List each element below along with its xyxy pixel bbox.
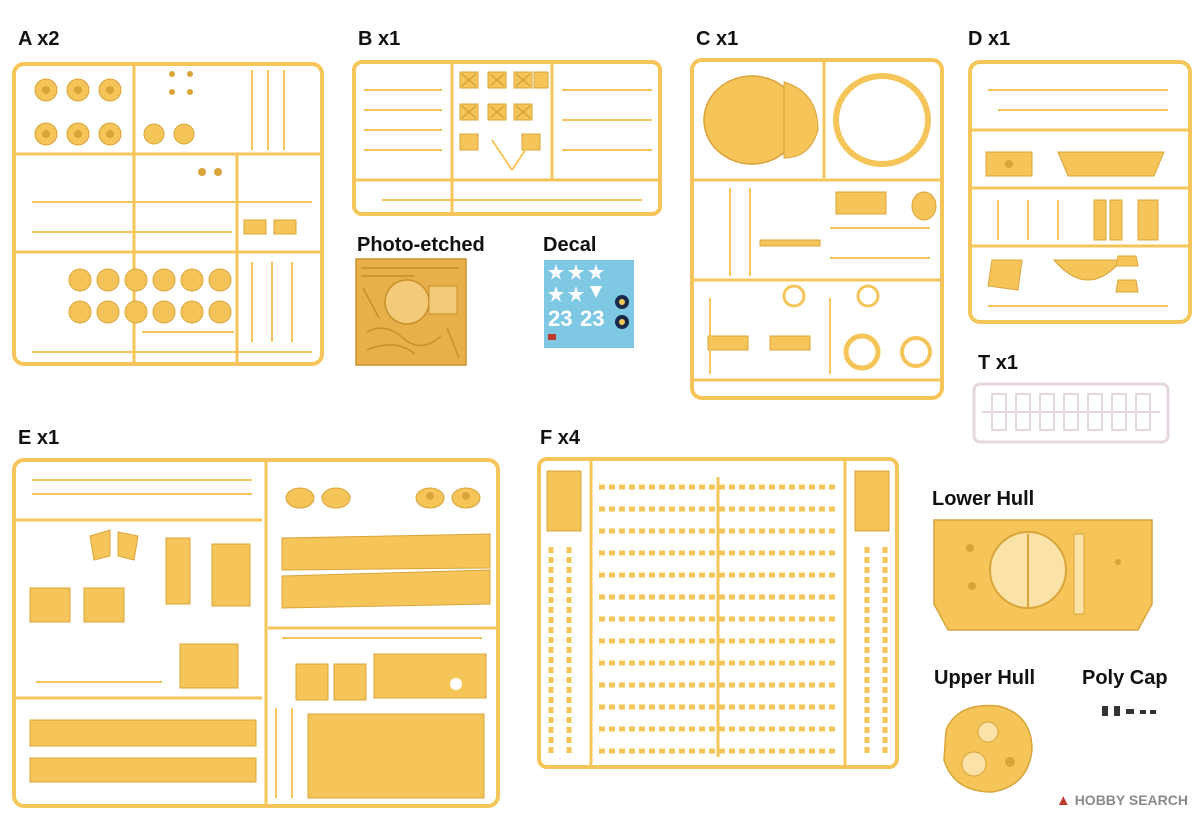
label-upper-hull: Upper Hull xyxy=(934,667,1036,689)
label-sprue-b: B x1 xyxy=(358,28,401,50)
sprue-b xyxy=(352,60,662,216)
sprue-a xyxy=(12,62,324,366)
label-sprue-c: C x1 xyxy=(696,28,739,50)
label-sprue-f: F x4 xyxy=(540,427,581,449)
sprue-d xyxy=(968,60,1192,324)
decal-number-2: 23 xyxy=(580,306,604,331)
label-sprue-a: A x2 xyxy=(18,28,60,50)
poly-cap xyxy=(1100,704,1160,718)
label-photo-etched: Photo-etched xyxy=(357,234,485,256)
upper-hull xyxy=(938,700,1038,796)
photo-etched-fret xyxy=(355,258,467,366)
label-sprue-d: D x1 xyxy=(968,28,1011,50)
sprue-c xyxy=(690,58,944,400)
label-sprue-e: E x1 xyxy=(18,427,60,449)
hobby-search-watermark: ▲HOBBY SEARCH xyxy=(1055,792,1188,809)
label-lower-hull: Lower Hull xyxy=(932,488,1035,510)
sprue-e xyxy=(12,458,500,808)
label-poly-cap: Poly Cap xyxy=(1082,667,1168,689)
sprue-t xyxy=(972,382,1170,444)
decal-sheet: 23 23 xyxy=(544,260,634,348)
lower-hull xyxy=(932,518,1154,632)
sprue-f xyxy=(537,457,899,769)
hobby-search-logo-icon: ▲ xyxy=(1055,792,1071,809)
decal-number-1: 23 xyxy=(548,306,572,331)
label-sprue-t: T x1 xyxy=(978,352,1019,374)
label-decal: Decal xyxy=(543,234,597,256)
